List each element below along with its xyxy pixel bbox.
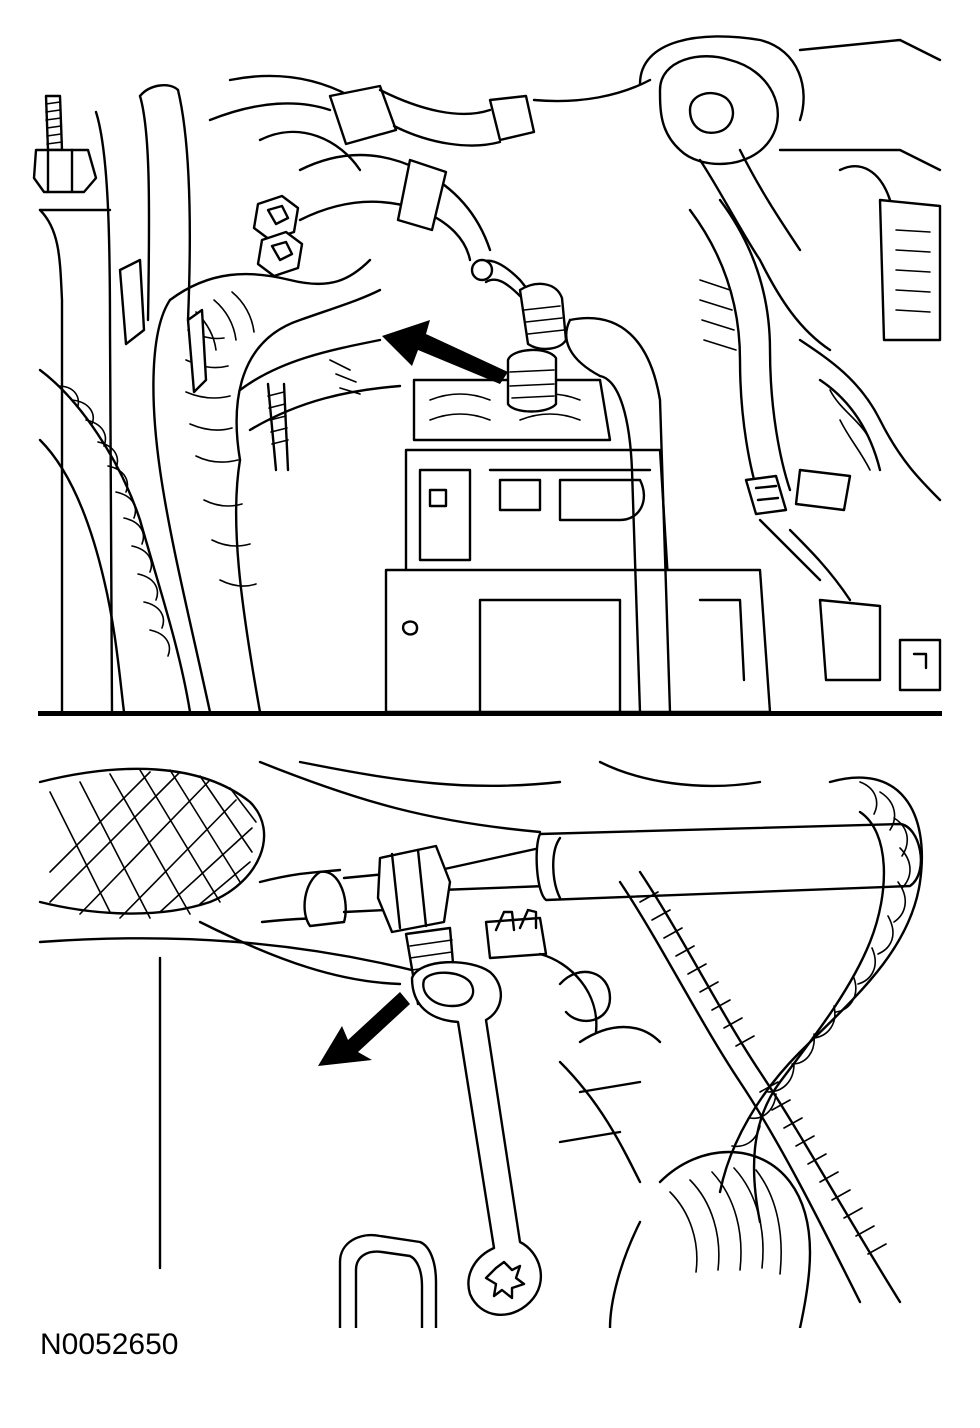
stud-bolt (32, 94, 98, 194)
radiator-hose (152, 258, 382, 712)
vertical-tube (138, 84, 192, 322)
wrapped-bundle (558, 1025, 812, 1328)
coolant-hose (565, 316, 672, 712)
top-engine-drawing (32, 35, 942, 712)
fuel-line-top (470, 258, 568, 351)
connector-lower-right (744, 468, 942, 692)
wiring-harness-right (688, 148, 942, 502)
fuel-line-bottom (258, 822, 923, 928)
arrow-icon (382, 320, 508, 384)
alternator (638, 35, 942, 172)
figure-identifier: N0052650 (40, 1328, 179, 1361)
panel-divider (38, 711, 942, 716)
mounting-bolts (252, 194, 304, 472)
arrow-icon (318, 992, 410, 1066)
fitting-nut-top (506, 348, 558, 413)
middle-hose (238, 338, 402, 432)
mesh-wrapped-hose (38, 767, 266, 919)
corrugated-hose-lower-left (38, 368, 192, 712)
wrench (410, 961, 543, 1316)
bottom-engine-drawing (38, 760, 924, 1328)
corrugated-harness (598, 760, 924, 1304)
background-contours (38, 760, 562, 1270)
sensor-connector (484, 908, 598, 1034)
hose-clamp (118, 258, 208, 394)
bottom-illustration-panel (0, 722, 980, 1328)
top-illustration-panel (0, 0, 980, 712)
upper-hoses (208, 74, 652, 262)
lower-housing (338, 970, 642, 1328)
throttle-body (384, 378, 772, 712)
pipe-left (38, 110, 114, 712)
